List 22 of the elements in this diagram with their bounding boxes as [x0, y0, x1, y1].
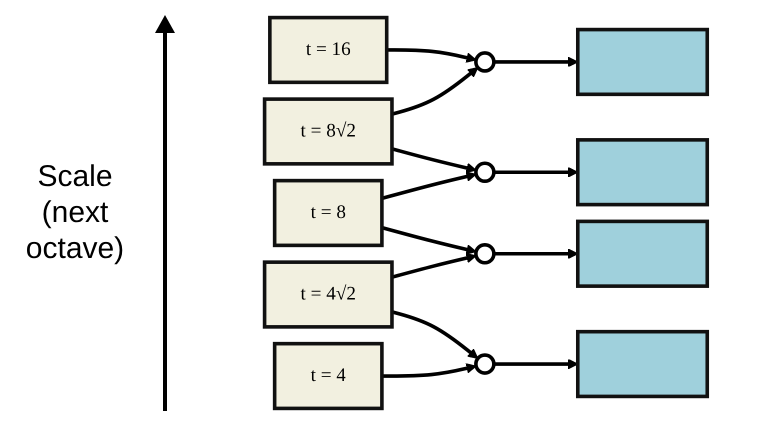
- node-box: t = 8√2: [262, 97, 394, 166]
- arrow: [392, 252, 477, 279]
- node-box: t = 4√2: [262, 260, 394, 329]
- arrow: [382, 171, 477, 200]
- axis-label: Scale (next octave): [24, 159, 126, 267]
- node-circle: [474, 242, 496, 265]
- node-circle: [474, 161, 496, 184]
- node-box: [576, 28, 710, 96]
- node-circle: [474, 353, 496, 375]
- arrow: [392, 147, 477, 174]
- node-box: t = 16: [268, 16, 389, 84]
- arrow: [392, 310, 478, 359]
- arrow: [392, 67, 478, 116]
- arrow: [382, 363, 477, 378]
- node-box: t = 4: [272, 342, 384, 410]
- node-circle: [474, 51, 496, 73]
- node-box: [576, 330, 710, 398]
- arrow: [386, 48, 477, 63]
- node-box: [576, 138, 710, 206]
- node-box: t = 8: [272, 178, 384, 248]
- arrow: [382, 226, 477, 255]
- node-box: [576, 220, 710, 288]
